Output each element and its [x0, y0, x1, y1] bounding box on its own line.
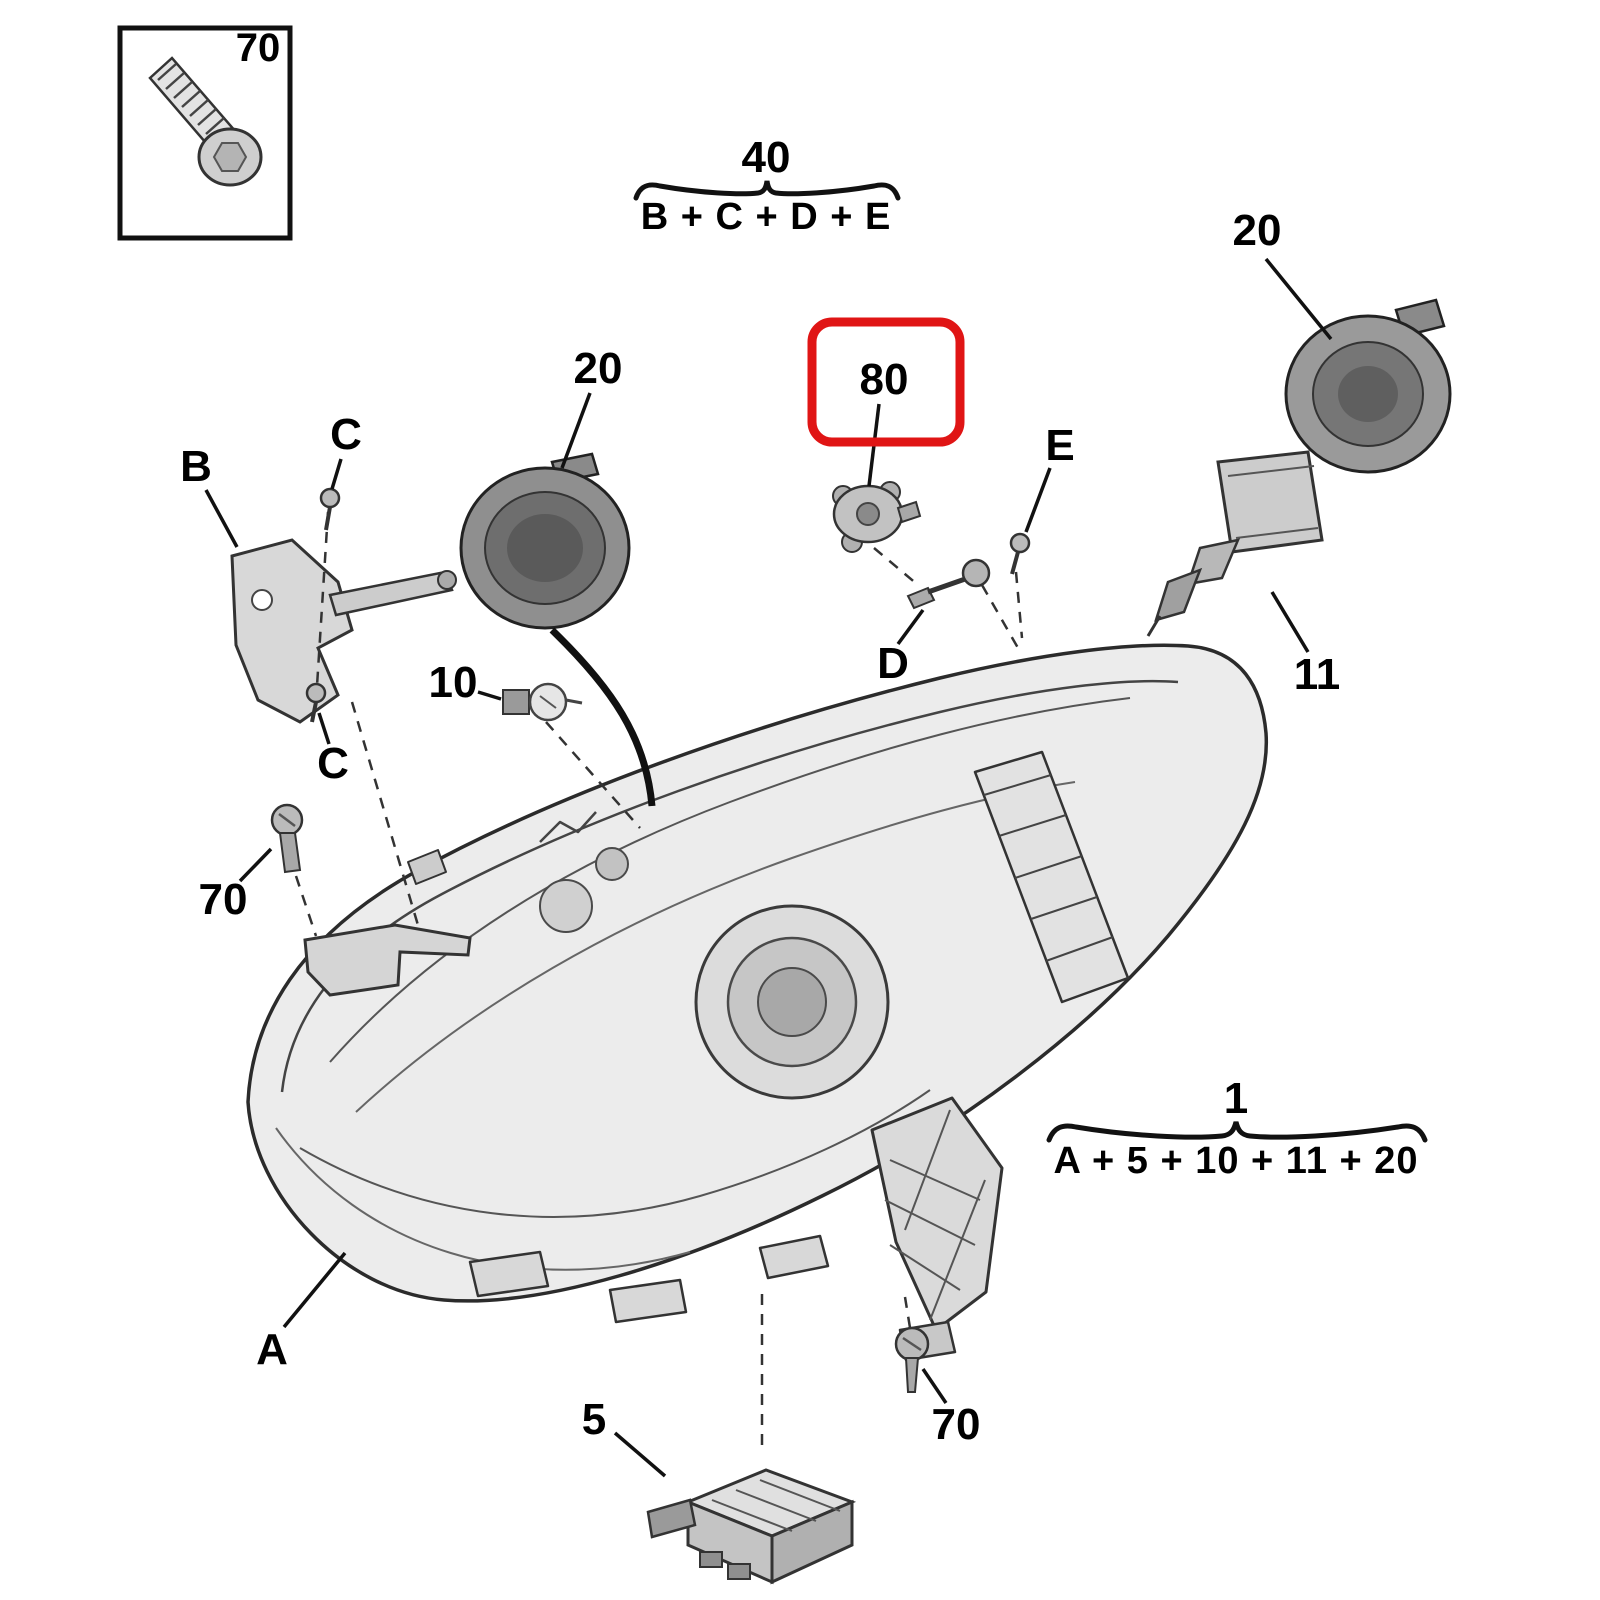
- fin-hatch: [884, 1109, 986, 1321]
- label-group-1: 1: [1223, 1074, 1249, 1123]
- label-11: 11: [1293, 650, 1341, 699]
- inset-bolt-70: [117, 25, 293, 241]
- vent-rungs: [983, 774, 1114, 962]
- headlight-assembly: [246, 643, 1269, 1362]
- label-5: 5: [581, 1395, 607, 1444]
- bolt-threads: [157, 63, 225, 135]
- screw-c-top: [319, 487, 341, 531]
- clip-e: [1009, 532, 1031, 575]
- label-group-40: 40: [741, 133, 791, 182]
- formula-group-40: B + C + D + E: [640, 196, 892, 238]
- linkage-d: [906, 558, 991, 610]
- label-D: D: [877, 639, 909, 688]
- bulb-10: [502, 682, 583, 722]
- label-C-bottom: C: [317, 739, 349, 788]
- adjuster-80: [832, 481, 922, 553]
- formula-group-1: A + 5 + 10 + 11 + 20: [1053, 1140, 1419, 1182]
- label-20-left: 20: [573, 344, 623, 393]
- screw-70-left: [270, 803, 304, 874]
- label-E: E: [1045, 421, 1075, 470]
- cap-20-right: [1284, 298, 1452, 474]
- brace-bottom: [1046, 1121, 1428, 1143]
- screw-c-bottom: [305, 682, 327, 723]
- label-70-left: 70: [198, 875, 248, 924]
- label-C-top: C: [330, 410, 362, 459]
- bracket-b: [230, 538, 457, 724]
- control-module-5: [646, 1468, 857, 1585]
- cap-20-left: [459, 452, 656, 807]
- highlight-box: [807, 317, 965, 447]
- label-80-highlighted: 80: [859, 355, 909, 404]
- inset-label-70: 70: [235, 26, 281, 70]
- label-70-bottom: 70: [931, 1400, 981, 1449]
- brace-top: [633, 180, 901, 201]
- label-A: A: [256, 1325, 288, 1374]
- group-braces: [633, 180, 1428, 1143]
- bulb-11: [1146, 450, 1324, 637]
- label-B: B: [180, 442, 212, 491]
- label-20-right: 20: [1232, 206, 1282, 255]
- lower-bracket: [303, 923, 472, 997]
- assembly-dashed-lines: [294, 511, 1024, 1452]
- screw-70-bottom: [894, 1326, 930, 1393]
- label-10: 10: [428, 658, 478, 707]
